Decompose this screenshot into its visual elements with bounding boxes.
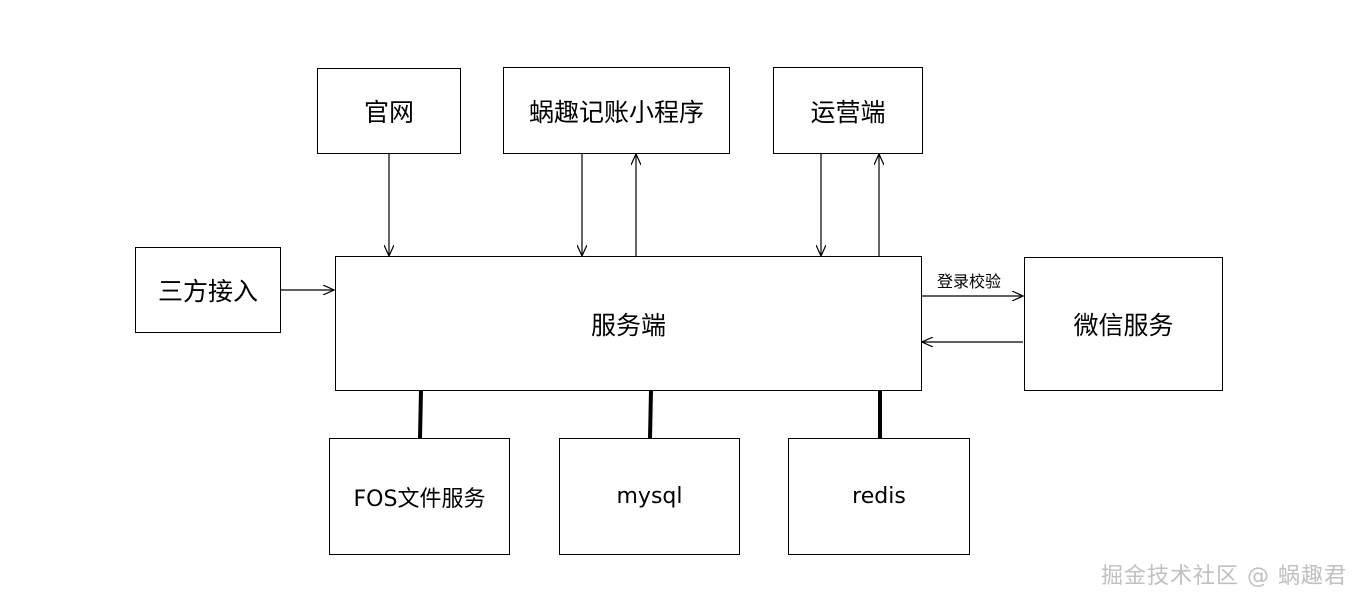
node-fos-service-label: FOS文件服务: [353, 486, 486, 512]
node-official-site-label: 官网: [363, 98, 414, 127]
node-wechat-service-label: 微信服务: [1073, 311, 1174, 340]
node-official-site: 官网: [317, 68, 461, 154]
link-server-mysql: [648, 389, 653, 439]
node-mysql-label: mysql: [616, 484, 683, 509]
node-operations: 运营端: [773, 67, 923, 154]
node-operations-label: 运营端: [810, 97, 886, 127]
edge-label-login-verify: 登录校验: [937, 272, 1002, 291]
node-third-party-label: 三方接入: [157, 277, 258, 306]
node-mysql: mysql: [559, 438, 740, 555]
node-mini-program-label: 蜗趣记账小程序: [528, 97, 704, 127]
node-mini-program: 蜗趣记账小程序: [503, 67, 730, 154]
node-server: 服务端: [335, 256, 922, 391]
node-redis: redis: [788, 438, 970, 555]
node-fos-service: FOS文件服务: [329, 438, 510, 555]
node-redis-label: redis: [852, 484, 906, 509]
node-wechat-service: 微信服务: [1024, 257, 1223, 391]
watermark: 掘金技术社区 @ 蜗趣君: [1101, 564, 1347, 589]
node-third-party: 三方接入: [135, 247, 281, 333]
node-server-label: 服务端: [590, 310, 666, 340]
link-server-fos: [418, 389, 423, 439]
